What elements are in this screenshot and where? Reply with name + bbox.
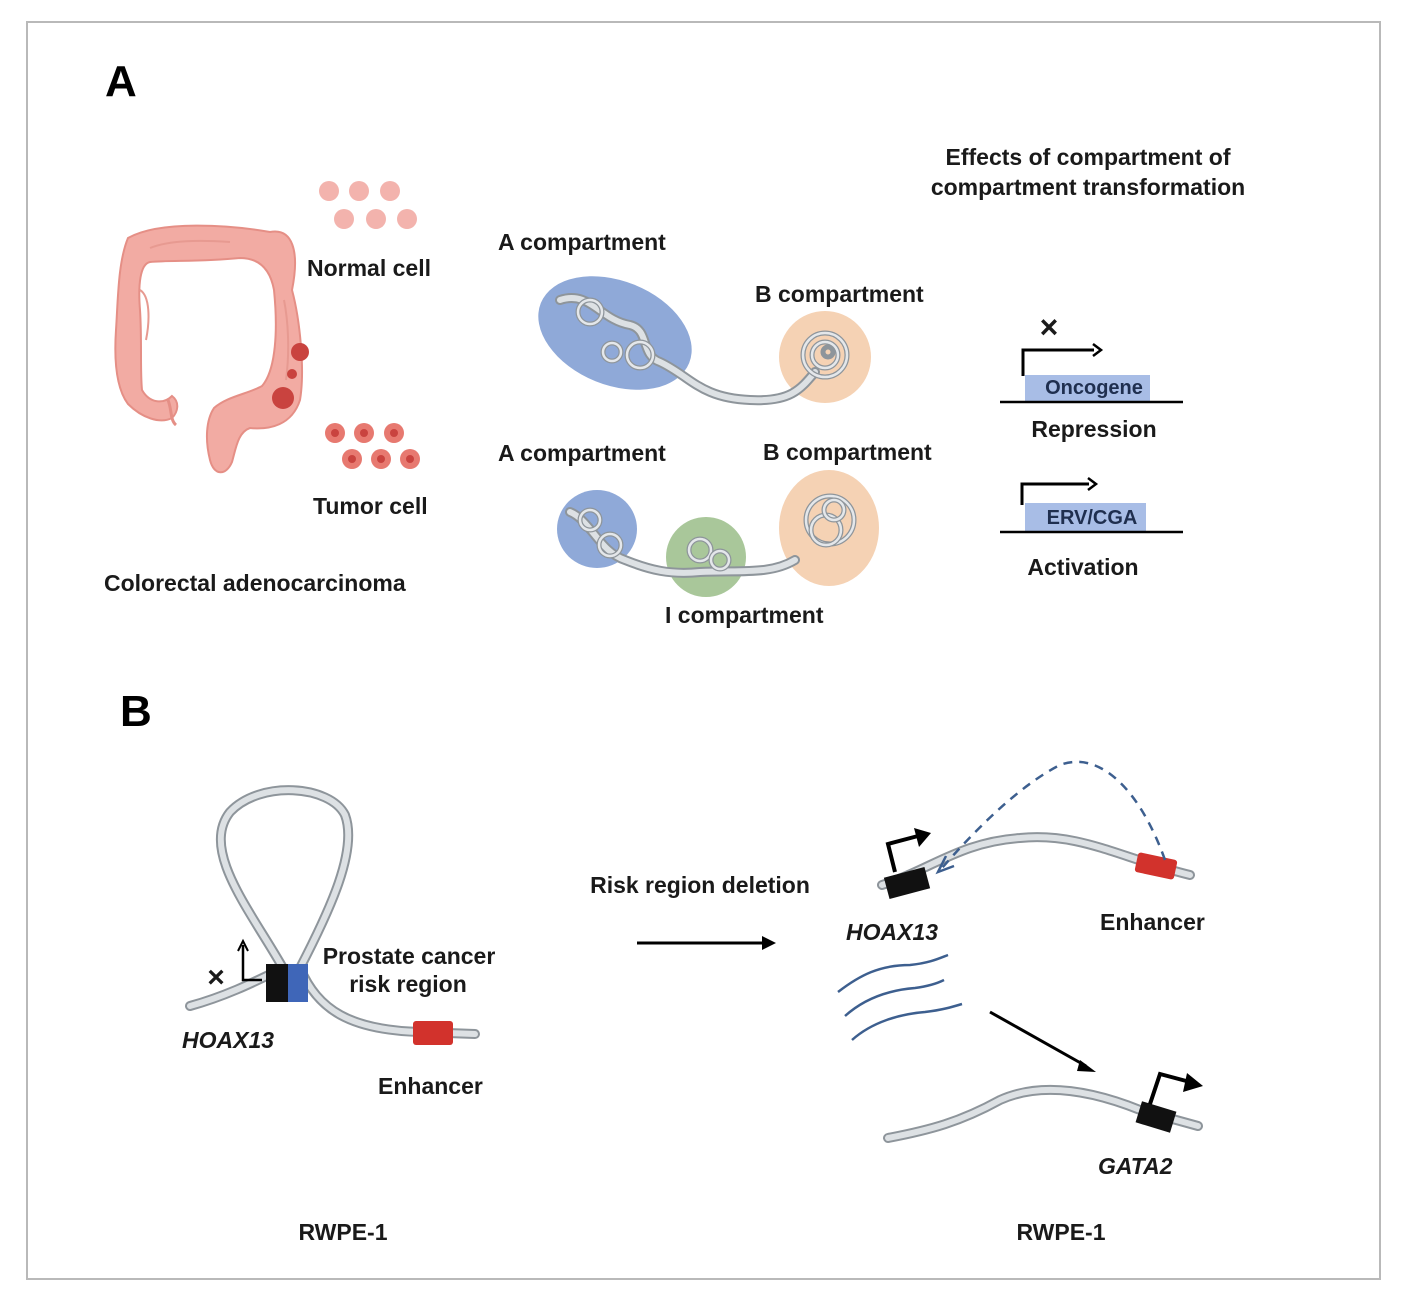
- erv-cga-box: [1025, 503, 1146, 531]
- tumor-spot: [287, 369, 297, 379]
- hoax13-gene-block-left: [266, 964, 288, 1002]
- tumor-spot: [291, 343, 309, 361]
- rwpe-right-label: RWPE-1: [1016, 1219, 1105, 1245]
- enhancer-interaction-arrow: [941, 760, 1167, 869]
- oncogene-box: [1025, 375, 1150, 401]
- activation-label: Activation: [1027, 554, 1138, 580]
- transcript-waves: [837, 953, 963, 1041]
- tumor-cells: [325, 423, 420, 469]
- hoax13-gene-block-right: [883, 866, 931, 900]
- enhancer-right-label: Enhancer: [1100, 909, 1205, 935]
- i-compartment-label: I compartment: [665, 602, 824, 628]
- oncogene-label: Oncogene: [1045, 377, 1143, 399]
- repression-marker-left: ×: [207, 961, 225, 994]
- b-compartment-bottom: [779, 470, 879, 586]
- risk-region-deletion-label: Risk region deletion: [590, 872, 810, 898]
- colorectal-label: Colorectal adenocarcinoma: [104, 570, 406, 596]
- oncogene-promoter-arrow: [1021, 343, 1104, 376]
- hoax13-right-label: HOAX13: [846, 919, 938, 945]
- figure-frame: [26, 21, 1381, 1280]
- enhancer-block-right: [1134, 852, 1178, 880]
- hoax13-promoter-arrow-left: [237, 938, 262, 982]
- tumor-cell-label: Tumor cell: [313, 493, 428, 519]
- rwpe-left-label: RWPE-1: [298, 1219, 387, 1245]
- erv-cga-label: ERV/CGA: [1047, 507, 1138, 529]
- panel-b-letter: B: [120, 687, 152, 736]
- deletion-arrow: [637, 936, 776, 950]
- b-compartment-top-label: B compartment: [755, 281, 924, 307]
- normal-cells: [319, 181, 417, 229]
- chromatin-fiber-right-bottom: [883, 1084, 1203, 1143]
- effects-title-line1: Effects of compartment of: [946, 144, 1231, 170]
- enhancer-block-left: [413, 1021, 453, 1045]
- normal-cell-label: Normal cell: [307, 255, 431, 281]
- gata2-promoter-arrow: [1148, 1071, 1203, 1105]
- risk-region-block: [288, 964, 308, 1002]
- erv-promoter-arrow: [1020, 477, 1099, 505]
- chromatin-fiber-bottom: [565, 493, 857, 578]
- tumor-spot: [272, 387, 294, 409]
- enhancer-left-label: Enhancer: [378, 1073, 483, 1099]
- gata2-gene-block: [1135, 1101, 1177, 1133]
- repression-marker: ×: [1040, 309, 1059, 345]
- colon-illustration: [114, 224, 309, 474]
- effects-title-line2: compartment transformation: [931, 174, 1245, 200]
- b-compartment-bottom-label: B compartment: [763, 439, 932, 465]
- risk-region-label-line1: Prostate cancer: [323, 943, 496, 969]
- risk-region-label-line2: risk region: [349, 971, 467, 997]
- gata2-label: GATA2: [1098, 1153, 1173, 1179]
- chromatin-fiber-top: [555, 293, 850, 406]
- a-compartment-top-label: A compartment: [498, 229, 666, 255]
- gata2-arrow: [989, 1010, 1096, 1072]
- a-compartment-bottom-label: A compartment: [498, 440, 666, 466]
- hoax13-left-label: HOAX13: [182, 1027, 274, 1053]
- hoax13-promoter-arrow-right: [885, 828, 931, 873]
- panel-a-letter: A: [105, 57, 137, 106]
- repression-label: Repression: [1031, 416, 1156, 442]
